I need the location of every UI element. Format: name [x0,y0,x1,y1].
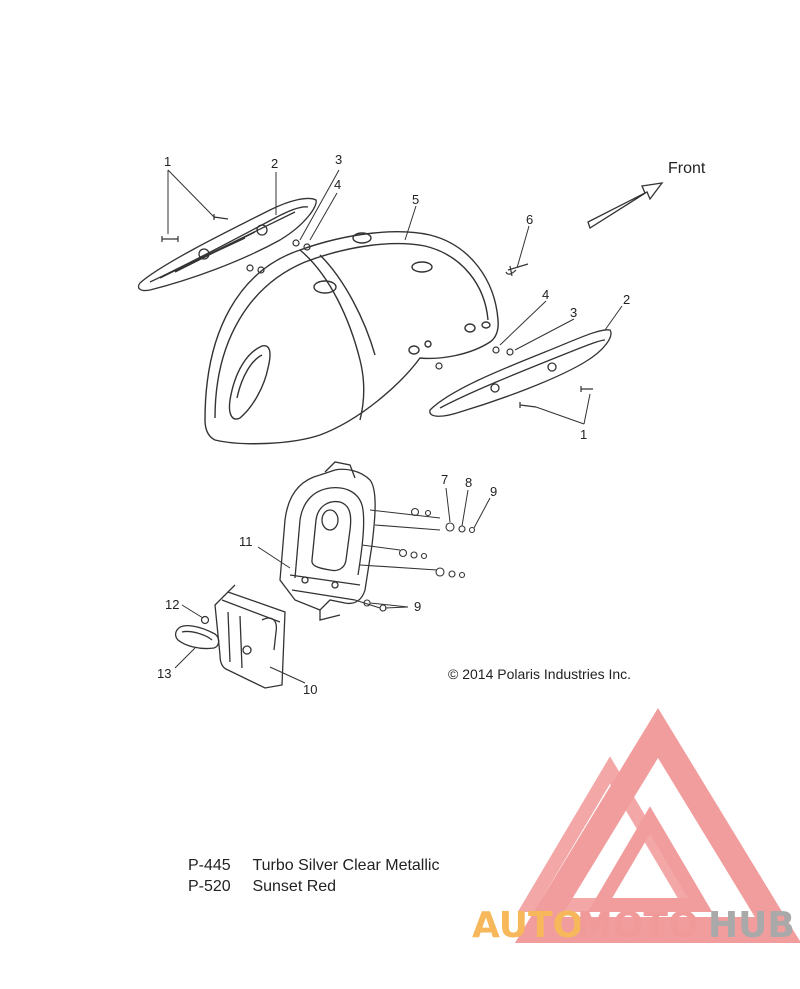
right-trim-panel [429,329,612,417]
watermark-auto: AUTO [472,905,583,946]
paint-name: Turbo Silver Clear Metallic [252,857,440,874]
paint-code-list: P-445 Turbo Silver Clear Metallic P-520 … [188,855,439,897]
bracket-hardware [354,507,476,612]
callout-1-right: 1 [580,427,587,442]
callout-9-lower: 9 [414,599,421,614]
watermark-text: AUTO MOTO HUB [472,905,795,946]
plate-mount [214,584,286,689]
callout-2-top: 2 [271,156,278,171]
watermark-logo [514,708,800,943]
callout-3-top: 3 [335,152,342,167]
callout-8: 8 [465,475,472,490]
callout-6: 6 [526,212,533,227]
callout-12: 12 [165,597,179,612]
left-trim-panel [137,197,317,292]
small-screw-12 [200,615,210,625]
callout-4-right: 4 [542,287,549,302]
callout-1-top: 1 [164,154,171,169]
callout-7: 7 [441,472,448,487]
paint-name: Sunset Red [252,878,337,895]
fasteners-right [435,346,593,408]
callout-11: 11 [239,534,253,549]
callout-9-upper: 9 [490,484,497,499]
paint-code-row: P-520 Sunset Red [188,876,439,897]
callout-4-top: 4 [334,177,341,192]
leader-lines [167,169,623,684]
license-bracket [279,461,376,621]
paint-code: P-445 [188,857,231,874]
callout-3-right: 3 [570,305,577,320]
callout-5: 5 [412,192,419,207]
fasteners-upper-left [161,214,311,274]
watermark-hub: HUB [708,905,795,946]
callout-10: 10 [303,682,317,697]
reflector [174,624,220,650]
pin-fastener [505,263,529,277]
copyright-notice: © 2014 Polaris Industries Inc. [448,666,632,682]
watermark-moto: MOTO [577,905,699,946]
rear-fender [204,231,499,445]
paint-code: P-520 [188,878,231,895]
front-arrow: Front [587,160,706,229]
paint-code-row: P-445 Turbo Silver Clear Metallic [188,855,439,876]
callout-numbers: 1 2 3 4 5 6 4 3 2 1 7 8 9 11 9 12 13 10 [157,152,630,697]
callout-2-right: 2 [623,292,630,307]
callout-13: 13 [157,666,171,681]
front-label: Front [668,160,706,177]
